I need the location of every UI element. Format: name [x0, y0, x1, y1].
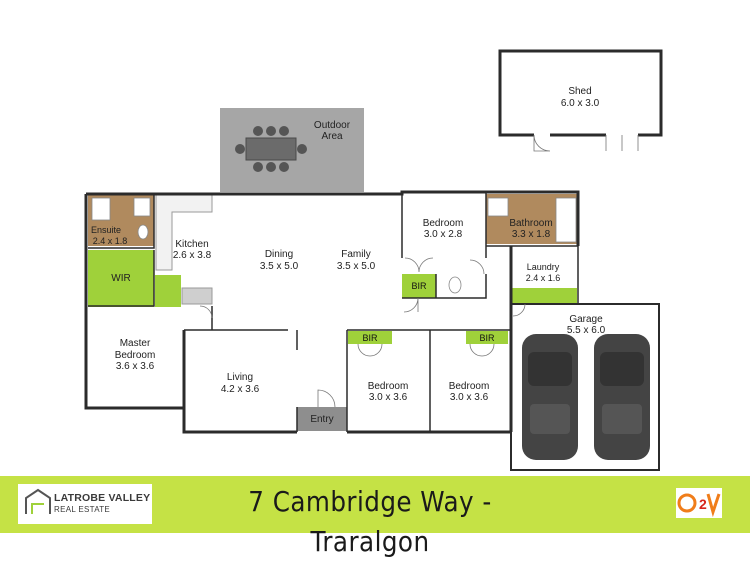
ensuite-dims: 2.4 x 1.8 — [93, 236, 128, 246]
shed-outline — [498, 49, 663, 137]
laundry-wall — [511, 246, 579, 305]
shower-icon — [91, 197, 111, 221]
bedroom-top-label: Bedroom — [423, 218, 464, 229]
living-dims: 4.2 x 3.6 — [221, 384, 260, 395]
laundry-bench — [511, 288, 577, 304]
garage-label: Garage — [569, 314, 603, 325]
bedroom-left-dims: 3.0 x 3.6 — [369, 392, 408, 403]
car-icon — [522, 334, 578, 460]
sink-icon — [133, 197, 151, 217]
logo-text-line2: REAL ESTATE — [54, 505, 111, 514]
bathroom-dims: 3.3 x 1.8 — [512, 229, 551, 240]
entry-label: Entry — [310, 414, 333, 425]
toilet-icon — [137, 224, 149, 240]
house-logo-icon — [25, 488, 51, 514]
shed-double-door-icon — [605, 135, 639, 151]
laundry-dims: 2.4 x 1.6 — [526, 273, 561, 283]
dining-label: Dining — [265, 249, 293, 260]
bathroom-label: Bathroom — [509, 218, 552, 229]
svg-text:2: 2 — [699, 496, 707, 512]
bedroom-right-dims: 3.0 x 3.6 — [450, 392, 489, 403]
ensuite-wall — [88, 194, 155, 249]
car-icon — [594, 334, 650, 460]
outdoor-label-1: Outdoor — [314, 120, 351, 131]
bir-top-floor — [402, 274, 436, 298]
laundry-door-icon — [512, 303, 526, 317]
door-swing-icon — [199, 305, 213, 319]
property-address-title: 7 Cambridge Way - Traralgon — [248, 485, 492, 558]
o2v-logo: 2 — [676, 488, 722, 518]
bedroom-door-icon — [403, 297, 419, 313]
family-dims: 3.5 x 5.0 — [337, 261, 376, 272]
kitchen-dims: 2.6 x 3.8 — [173, 250, 212, 261]
bir-right-label: BIR — [479, 333, 495, 343]
entry-floor — [297, 407, 347, 431]
master-label-2: Bedroom — [115, 350, 156, 361]
bir-door-icon — [404, 257, 434, 273]
house-west-wall — [84, 194, 184, 410]
logo-text-line1: LATROBE VALLEY — [54, 492, 151, 504]
bedroom-top-dims: 3.0 x 2.8 — [424, 229, 463, 240]
sink-icon — [487, 197, 509, 217]
bir-left-label: BIR — [362, 333, 378, 343]
bir-top-wall — [402, 274, 487, 299]
garage-dims: 5.5 x 6.0 — [567, 325, 606, 336]
family-label: Family — [341, 249, 370, 260]
bir-left-door-icon — [357, 343, 383, 357]
linen-floor — [155, 275, 181, 307]
dining-table-icon — [235, 126, 307, 172]
master-dims: 3.6 x 3.6 — [116, 361, 155, 372]
bedroom-right-label: Bedroom — [449, 381, 490, 392]
bedroom-left-label: Bedroom — [368, 381, 409, 392]
bir-right-door-icon — [469, 343, 495, 357]
bir-left-floor — [348, 331, 392, 344]
wir-label: WIR — [111, 273, 130, 284]
shed-dims: 6.0 x 3.0 — [561, 98, 600, 109]
bir-top-label: BIR — [411, 281, 427, 291]
toilet-icon — [448, 276, 462, 294]
shed-door-icon — [533, 134, 551, 152]
ensuite-label: Ensuite — [91, 225, 121, 235]
kitchen-label: Kitchen — [175, 239, 208, 250]
bathtub-icon — [555, 197, 577, 243]
dining-dims: 3.5 x 5.0 — [260, 261, 299, 272]
wir-floor — [88, 250, 154, 307]
bir-right-floor — [466, 331, 508, 344]
outdoor-label-2: Area — [321, 131, 343, 142]
master-label-1: Master — [120, 338, 151, 349]
shed-label: Shed — [568, 86, 591, 97]
living-label: Living — [227, 372, 253, 383]
living-west-wall — [182, 330, 297, 434]
laundry-label: Laundry — [527, 262, 560, 272]
wir-wall — [88, 250, 155, 307]
bathroom-door-icon — [469, 259, 485, 275]
entry-door-icon — [317, 389, 336, 408]
shed-door-gap — [534, 132, 550, 137]
fridge-space — [181, 287, 213, 305]
shed-double-door-gap — [606, 132, 638, 137]
